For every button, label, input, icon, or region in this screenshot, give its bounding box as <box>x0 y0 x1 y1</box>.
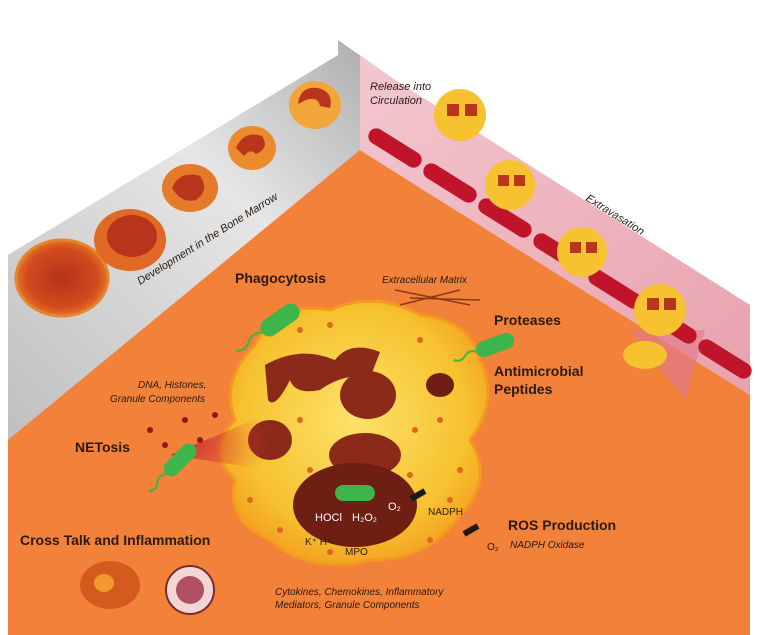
granule-dot <box>447 497 453 503</box>
development-arrow-band <box>8 40 395 440</box>
label-nadph-oxidase: NADPH Oxidase <box>510 540 585 551</box>
neutrophil <box>557 227 607 277</box>
label-h2o2: H₂O₂ <box>352 512 377 524</box>
neutrophil <box>634 284 686 336</box>
net-particle <box>212 412 218 418</box>
flagellum <box>148 473 166 493</box>
neutrophil <box>485 160 535 210</box>
nadph-oxidase-icons <box>409 488 480 537</box>
bacterium-netosis <box>148 443 197 493</box>
bacteria <box>148 303 515 501</box>
macrophage-nucleus <box>176 576 204 604</box>
vessel-segment <box>588 269 642 309</box>
phagosome <box>293 463 417 547</box>
granule-dot <box>297 327 303 333</box>
neutrophil-lobe <box>465 104 477 116</box>
label-netosis: NETosis <box>75 439 130 455</box>
flagellum <box>235 331 263 352</box>
label-nadph: NADPH <box>428 507 463 518</box>
granule-dot <box>427 537 433 543</box>
label-hocl: HOCl <box>315 512 342 524</box>
neutrophil-lobe <box>647 298 659 310</box>
net-release <box>170 415 270 470</box>
bacterium-phagosome <box>335 485 375 501</box>
granule-dot <box>457 467 463 473</box>
neutrophil-lobe <box>514 175 525 186</box>
granule <box>426 373 454 397</box>
metamyelocyte-nucleus <box>236 134 265 156</box>
granule-dot <box>412 427 418 433</box>
bacterium-antimicrobial <box>453 332 515 362</box>
neutrophil-lobe <box>664 298 676 310</box>
bacterium-body <box>163 443 197 477</box>
promyelocyte-nucleus <box>107 215 157 257</box>
extracellular-matrix-lines <box>394 289 481 306</box>
granule-dot <box>277 527 283 533</box>
label-mediators: Mediators, Granule Components <box>275 600 420 611</box>
myelocyte-nucleus <box>172 174 205 201</box>
granule-dot <box>407 472 413 478</box>
target-cell-nucleus <box>94 574 114 592</box>
net-particles <box>147 412 218 448</box>
bacterium-body <box>475 332 515 358</box>
ecm-fiber <box>399 289 461 306</box>
label-dna: DNA, Histones, <box>138 380 206 391</box>
label-release: Release into <box>370 81 431 93</box>
neutrophil-lobe <box>570 242 581 253</box>
net-particle <box>162 442 168 448</box>
label-cytokines: Cytokines, Chemokines, Inflammatory <box>275 587 444 598</box>
ecm-fiber <box>409 297 481 301</box>
granule-dot <box>417 337 423 343</box>
flagellum <box>453 350 477 362</box>
bacterium-phagocytosis <box>235 303 300 352</box>
extravasating-neutrophil <box>623 341 667 369</box>
nadph-oxidase-icon <box>462 523 480 537</box>
label-o2: O₂ <box>388 501 401 513</box>
nucleus-lobe <box>340 371 396 419</box>
label-mpo: MPO <box>345 547 368 558</box>
label-proteases: Proteases <box>494 312 561 328</box>
neutrophil-lobe <box>447 104 459 116</box>
label-crosstalk: Cross Talk and Inflammation <box>20 532 210 548</box>
granule-dot <box>247 497 253 503</box>
label-ecm: Extracellular Matrix <box>382 275 468 286</box>
neutrophil-lobe <box>586 242 597 253</box>
neutrophil <box>434 89 486 141</box>
granule-dot <box>437 417 443 423</box>
granule-dot <box>297 417 303 423</box>
label-granule: Granule Components <box>110 394 205 405</box>
developing-cells <box>14 81 341 318</box>
label-peptides: Peptides <box>494 381 553 397</box>
net-particle <box>197 437 203 443</box>
vessel-segment <box>423 163 477 203</box>
circulating-neutrophils <box>434 89 686 369</box>
vessel-segment <box>368 128 422 168</box>
granule-dot <box>307 467 313 473</box>
granule-dots <box>247 322 463 555</box>
bacterium-body <box>260 303 300 337</box>
nadph-oxidase-icon <box>409 488 427 502</box>
label-o2b: O₂ <box>487 542 499 553</box>
label-antimicrobial: Antimicrobial <box>494 363 583 379</box>
neutrophil-lobe <box>498 175 509 186</box>
label-release-2: Circulation <box>370 95 422 107</box>
myeloblast-cell <box>14 238 110 318</box>
nucleus-lobe <box>265 347 380 403</box>
label-phagocytosis: Phagocytosis <box>235 270 326 286</box>
label-kh: K⁺ H⁺ <box>305 537 332 548</box>
granule-dot <box>327 549 333 555</box>
band-cell-nucleus <box>298 87 331 108</box>
net-particle <box>147 427 153 433</box>
granule-dot <box>327 322 333 328</box>
label-ros: ROS Production <box>508 517 616 533</box>
vessel-segment <box>478 198 532 238</box>
vessel-segment <box>698 339 752 379</box>
net-particle <box>182 417 188 423</box>
